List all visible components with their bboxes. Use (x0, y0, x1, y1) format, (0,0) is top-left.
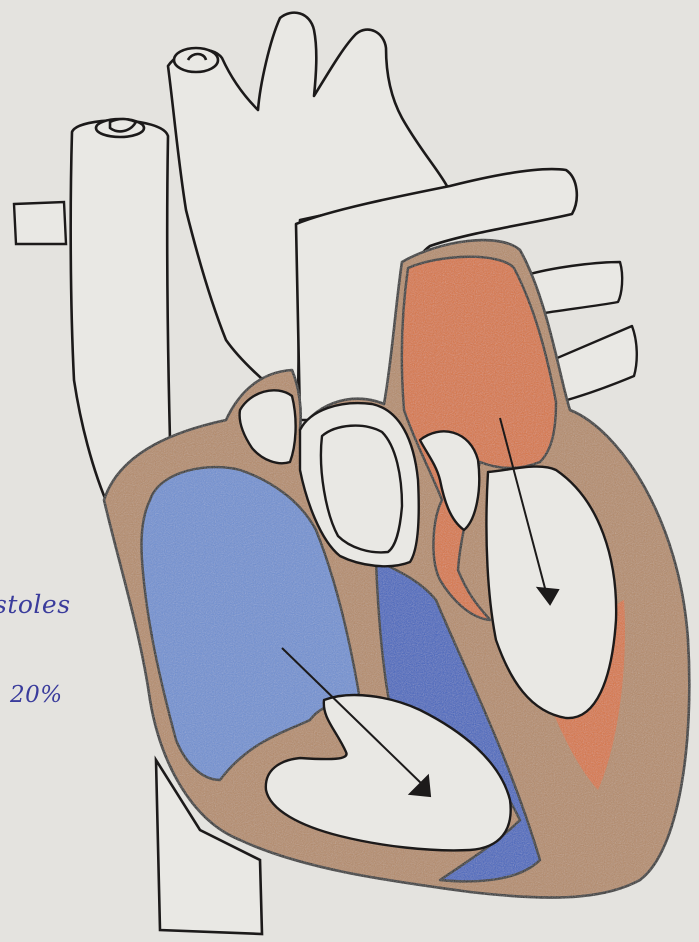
left-side-vessel-stub (14, 202, 66, 244)
handwritten-note-percent: 20% (10, 682, 63, 708)
pulmonary-trunk-opening (174, 48, 218, 72)
handwritten-note-stoles: stoles (0, 590, 71, 619)
